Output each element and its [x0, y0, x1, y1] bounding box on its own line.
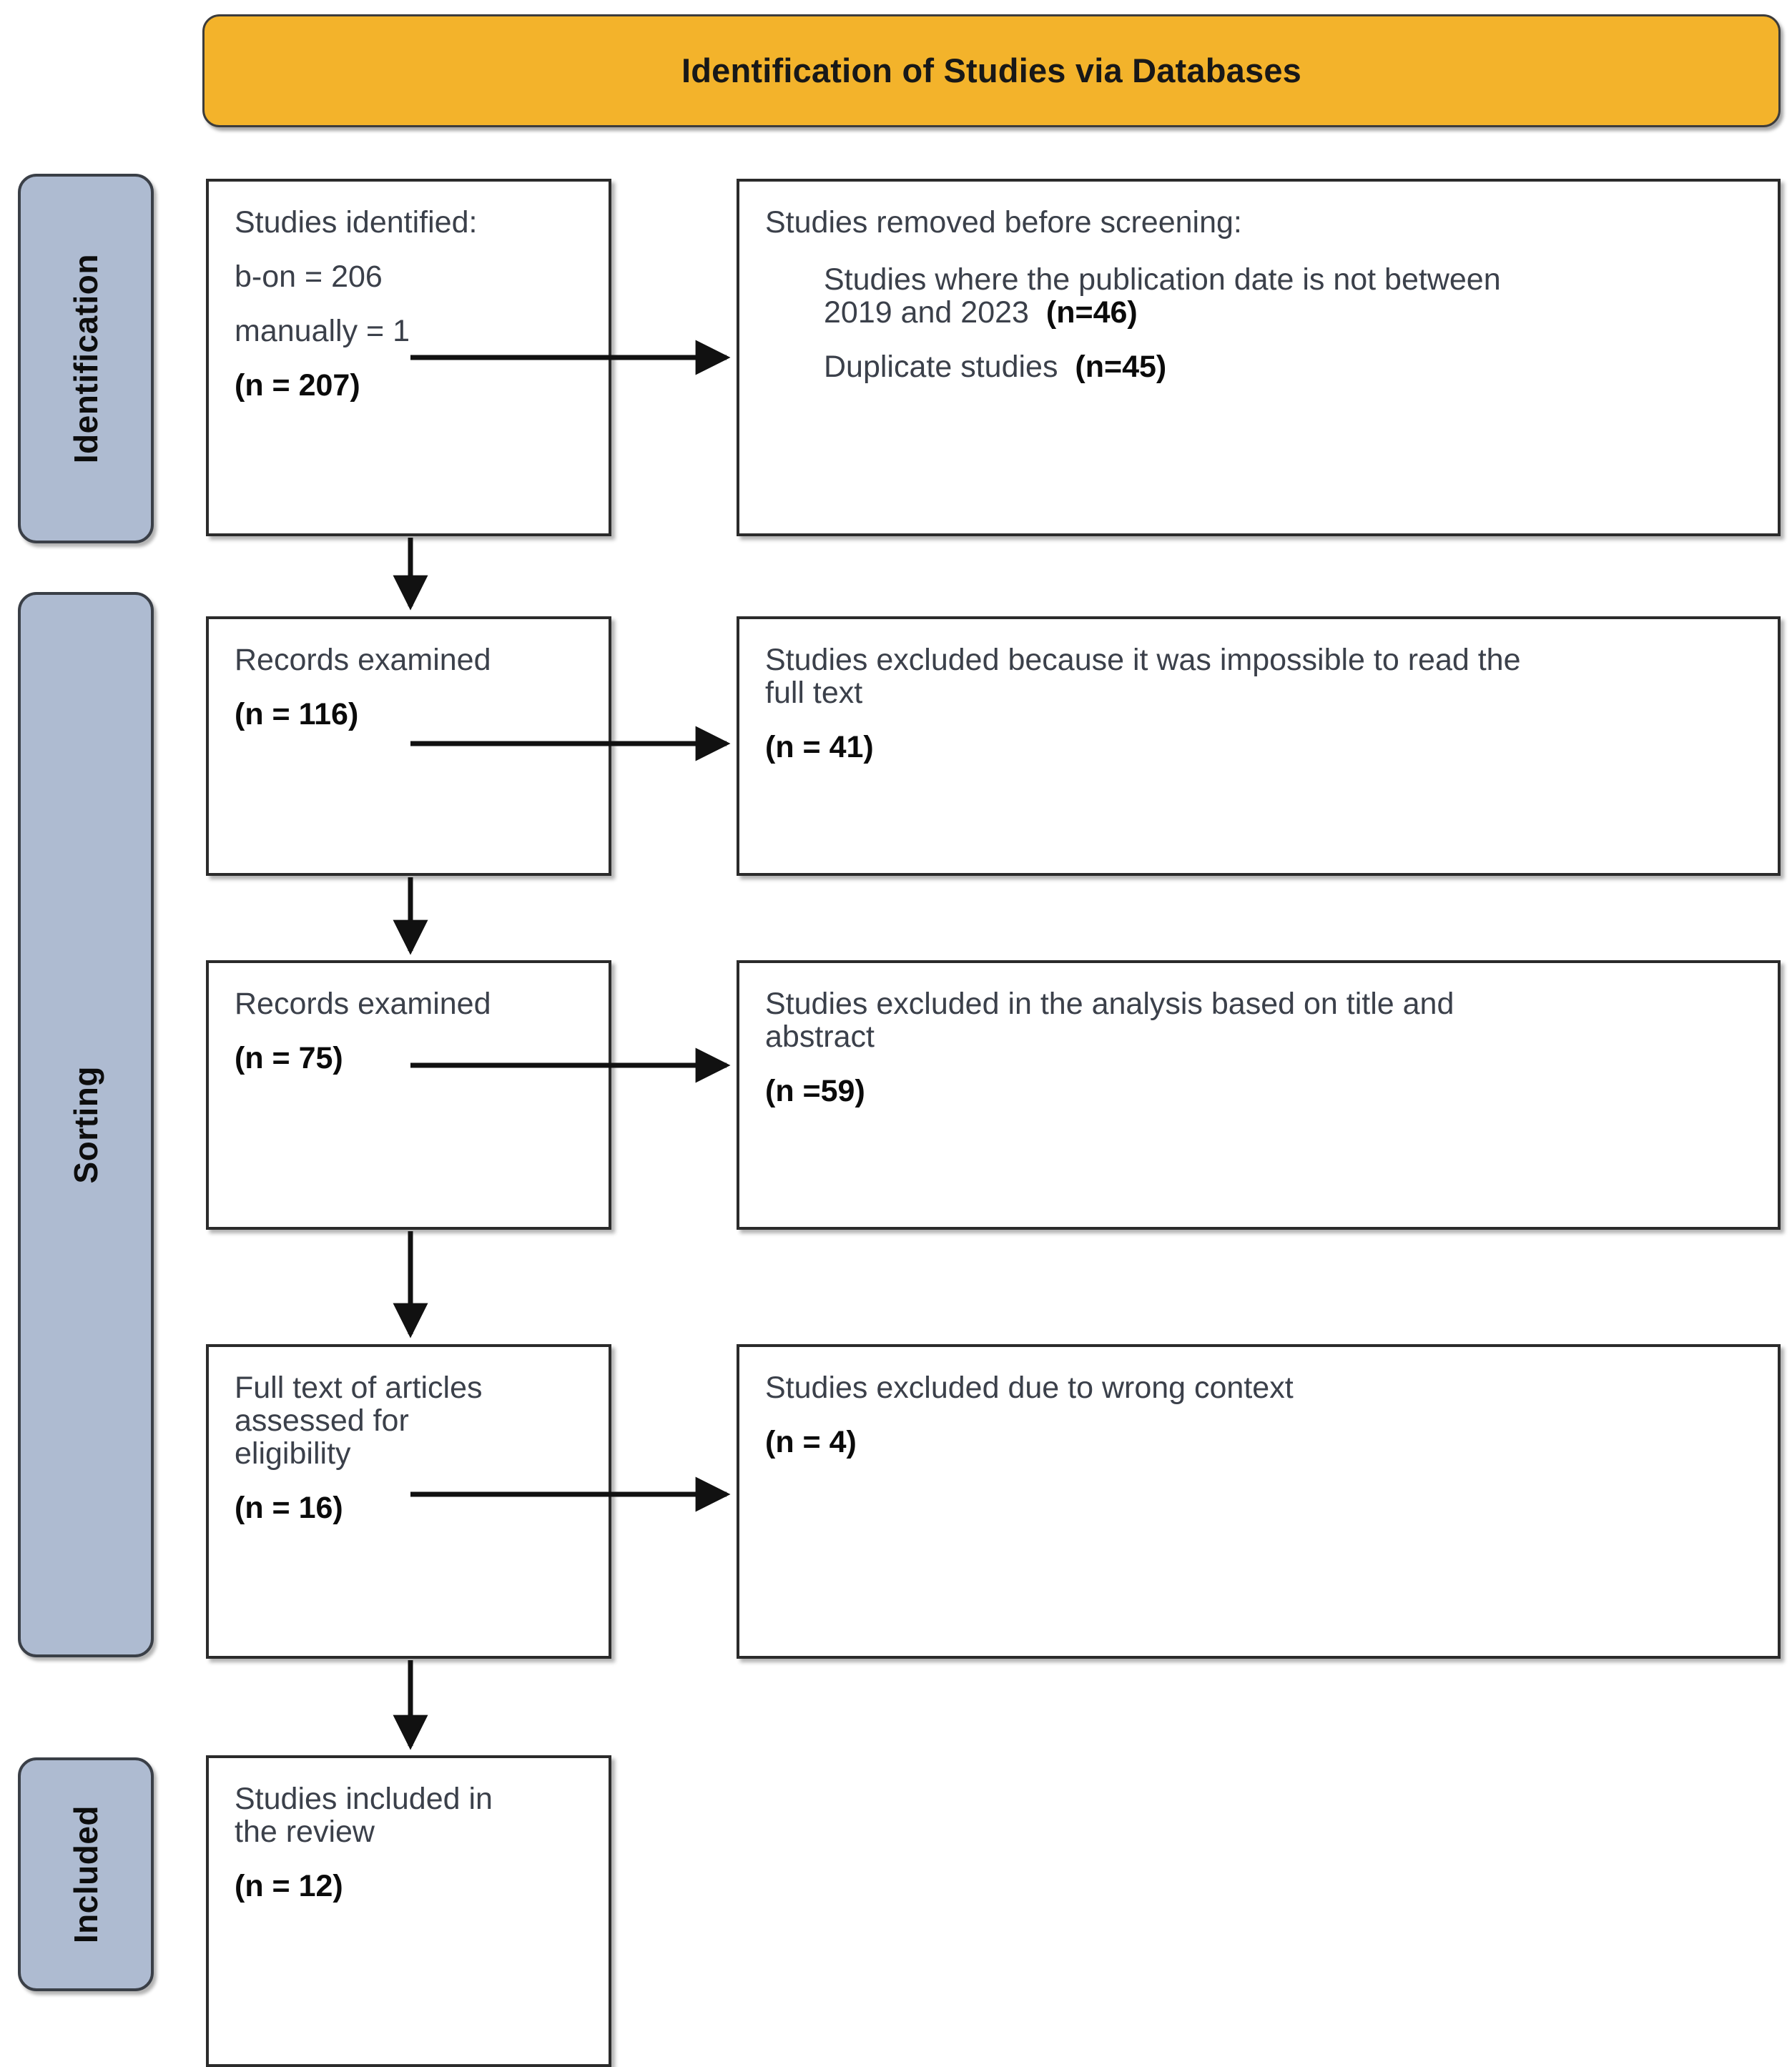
removal-reason-duplicate-label: Duplicate studies: [824, 350, 1058, 384]
node-count: (n =59): [765, 1074, 865, 1108]
phase-label-included: Included: [67, 1805, 104, 1944]
node-title-line1: Studies included in: [235, 1782, 493, 1816]
node-studies-excluded-4: Studies excluded due to wrong context (n…: [737, 1344, 1781, 1659]
node-title: Studies excluded because it was impossib…: [765, 643, 1752, 709]
node-title-line2: assessed for: [235, 1404, 409, 1438]
node-records-examined-116: Records examined (n = 116): [206, 616, 611, 876]
node-studies-identified: Studies identified: b-on = 206 manually …: [206, 179, 611, 536]
phase-bar-included: Included: [18, 1757, 154, 1991]
removal-reason-date: Studies where the publication date is no…: [824, 263, 1752, 329]
node-title: Records examined: [235, 987, 491, 1021]
phase-bar-sorting: Sorting: [18, 592, 154, 1657]
source-manually: manually = 1: [235, 314, 410, 348]
node-count: (n = 207): [235, 368, 360, 403]
node-title-line1: Studies excluded in the analysis based o…: [765, 987, 1454, 1021]
node-title-line2: abstract: [765, 1020, 875, 1054]
phase-bar-identification: Identification: [18, 174, 154, 543]
phase-label-sorting: Sorting: [67, 1065, 104, 1184]
node-title-line2: full text: [765, 676, 863, 710]
diagram-header-banner: Identification of Studies via Databases: [202, 14, 1781, 127]
node-studies-excluded-59: Studies excluded in the analysis based o…: [737, 960, 1781, 1230]
removal-reason-duplicate-count: (n=45): [1075, 350, 1167, 384]
removal-reason-date-count: (n=46): [1045, 295, 1138, 330]
node-count: (n = 41): [765, 730, 874, 764]
node-studies-excluded-41: Studies excluded because it was impossib…: [737, 616, 1781, 876]
node-count: (n = 16): [235, 1491, 343, 1525]
node-title-line1: Studies excluded because it was impossib…: [765, 643, 1521, 677]
node-records-examined-75: Records examined (n = 75): [206, 960, 611, 1230]
node-title-line3: eligibility: [235, 1436, 351, 1471]
node-studies-removed: Studies removed before screening: Studie…: [737, 179, 1781, 536]
node-title: Studies removed before screening:: [765, 205, 1242, 240]
node-count: (n = 4): [765, 1425, 857, 1459]
node-title-line1: Full text of articles: [235, 1371, 483, 1405]
node-title: Studies excluded due to wrong context: [765, 1371, 1294, 1405]
source-b-on: b-on = 206: [235, 260, 383, 294]
removal-reason-date-line2: 2019 and 2023: [824, 295, 1029, 330]
removal-reason-duplicate: Duplicate studies (n=45): [824, 350, 1752, 383]
node-title: Studies identified:: [235, 205, 478, 240]
phase-label-identification: Identification: [67, 253, 104, 464]
node-count: (n = 75): [235, 1041, 343, 1075]
node-title: Studies excluded in the analysis based o…: [765, 987, 1752, 1053]
node-count: (n = 12): [235, 1869, 343, 1903]
banner-title: Identification of Studies via Databases: [681, 51, 1302, 90]
node-title: Records examined: [235, 643, 491, 677]
removal-reason-date-line1: Studies where the publication date is no…: [824, 262, 1501, 297]
node-count: (n = 116): [235, 697, 359, 731]
node-title-line2: the review: [235, 1815, 375, 1849]
